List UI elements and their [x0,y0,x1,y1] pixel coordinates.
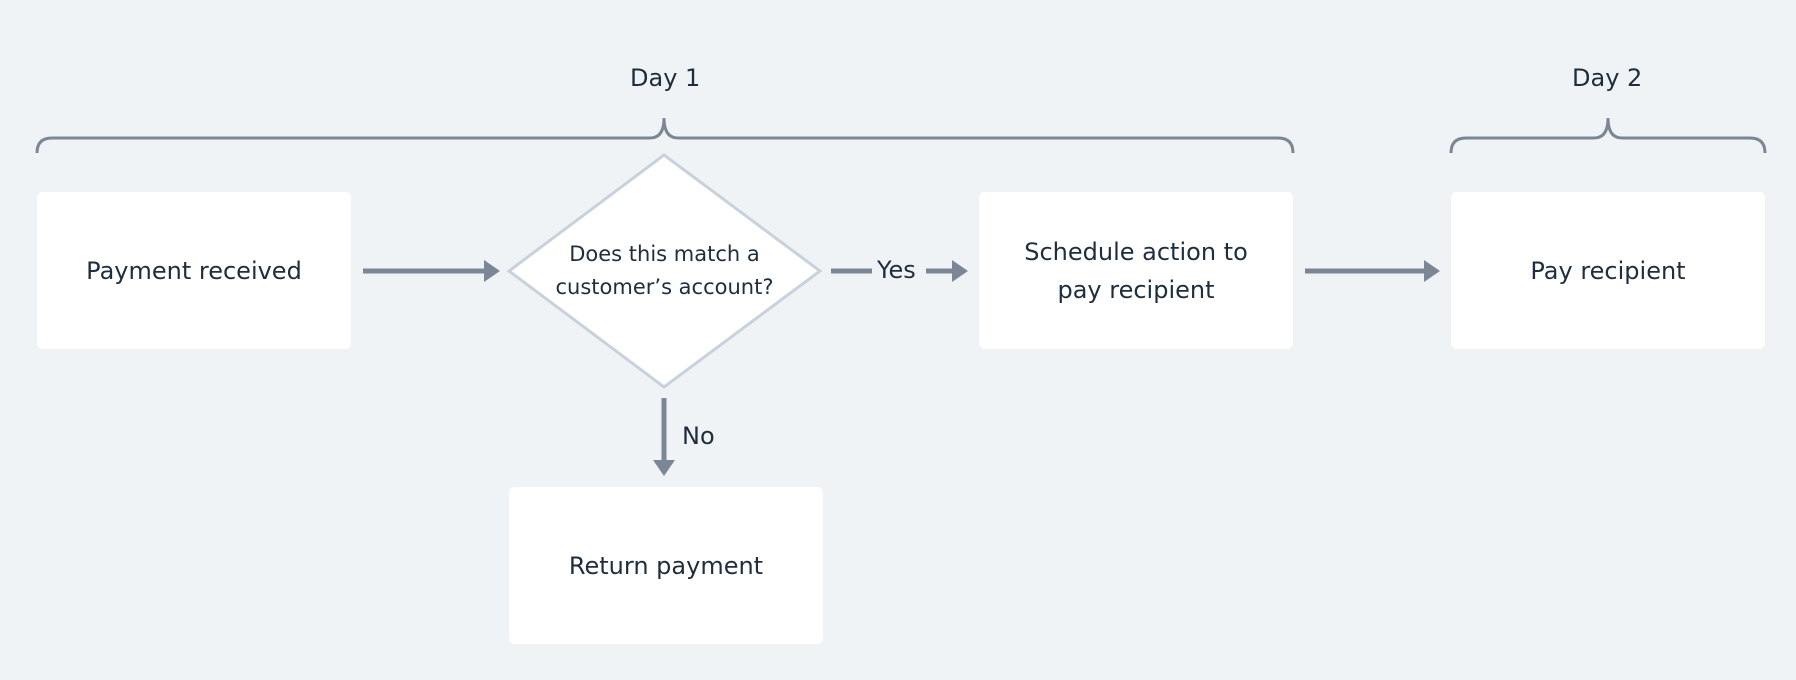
arrowhead-schedule-to-pay [1424,260,1440,282]
day2-brace [1449,117,1767,154]
return-payment-box: Return payment [509,487,823,644]
decision-text-line1: Does this match a [569,242,760,266]
arrowhead-no [653,460,675,476]
arrowhead-received-to-decision [484,260,500,282]
pay-recipient-text: Pay recipient [1530,256,1686,285]
pay-recipient-box: Pay recipient [1451,192,1765,349]
day1-label: Day 1 [630,64,701,92]
schedule-action-line2: pay recipient [1057,275,1215,304]
payment-received-box: Payment received [37,192,351,349]
decision-text-line2: customer’s account? [555,275,774,299]
arrowhead-yes [952,260,968,282]
yes-label: Yes [877,256,916,284]
return-payment-text: Return payment [568,551,764,580]
decision-diamond [506,153,823,389]
payment-received-text: Payment received [86,256,302,285]
decision-text: Does this match a customer’s account? [509,238,820,304]
day2-label: Day 2 [1572,64,1643,92]
schedule-action-line1: Schedule action to [1024,237,1248,266]
no-label: No [682,422,715,450]
schedule-action-box: Schedule action to pay recipient [979,192,1293,349]
day1-brace [35,117,1295,154]
